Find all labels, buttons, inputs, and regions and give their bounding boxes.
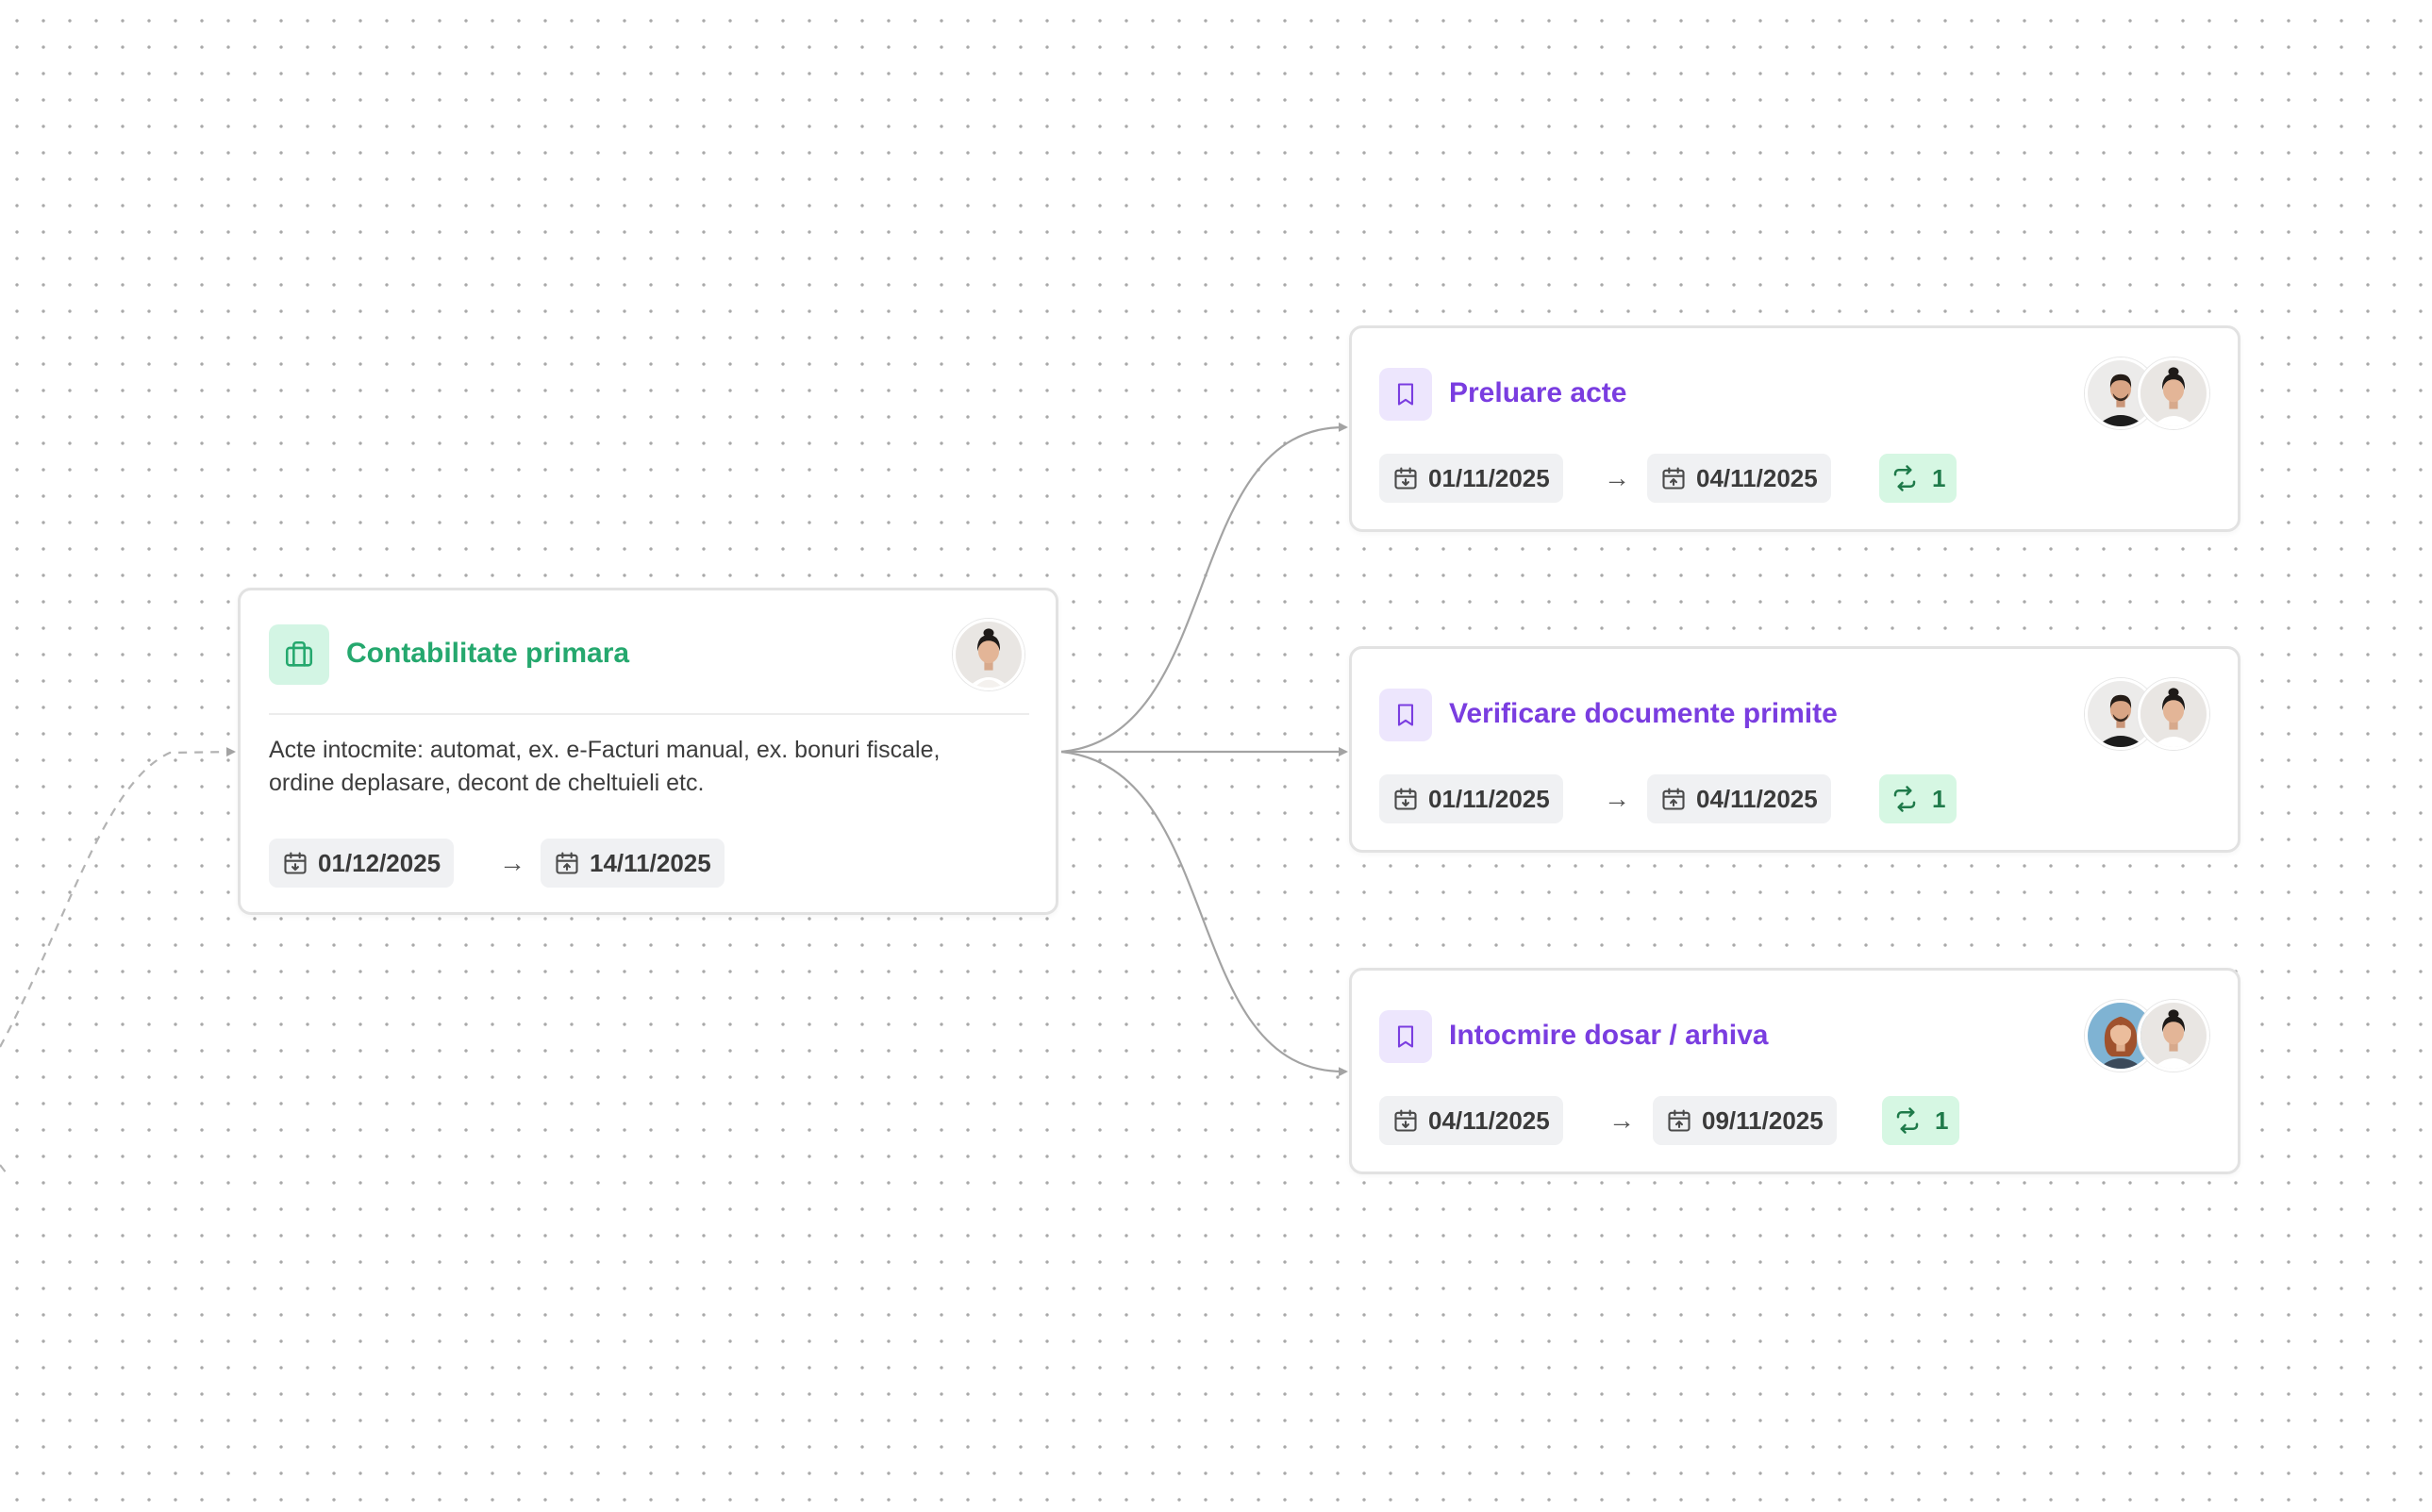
calendar-start-icon <box>1394 467 1417 490</box>
task-card-verificare-documente[interactable]: Verificare documente primite <box>1349 646 2240 853</box>
start-date: 01/12/2025 <box>318 848 441 877</box>
calendar-end-icon <box>1662 788 1685 810</box>
repeat-badge[interactable]: 1 <box>1879 454 1957 503</box>
end-date-pill[interactable]: 04/11/2025 <box>1647 454 1831 503</box>
connector-to-intocmire-dosar <box>1060 750 1348 1077</box>
repeat-count: 1 <box>1932 784 1946 813</box>
date-range-arrow: → <box>1604 784 1630 813</box>
calendar-start-icon <box>1394 1109 1417 1132</box>
start-date-pill[interactable]: 01/11/2025 <box>1379 774 1563 823</box>
end-date: 14/11/2025 <box>590 848 711 877</box>
bookmark-icon <box>1379 368 1432 421</box>
task-card-preluare-acte[interactable]: Preluare acte <box>1349 325 2240 532</box>
card-title[interactable]: Contabilitate primara <box>346 638 630 669</box>
repeat-badge[interactable]: 1 <box>1882 1096 1960 1145</box>
assignee-avatar[interactable] <box>953 619 1024 690</box>
calendar-start-icon <box>1394 788 1417 810</box>
repeat-count: 1 <box>1932 463 1946 492</box>
assignee-avatar[interactable] <box>2085 1000 2157 1072</box>
incoming-connector-tail <box>0 1164 10 1178</box>
repeat-badge[interactable]: 1 <box>1879 774 1957 823</box>
card-title[interactable]: Preluare acte <box>1449 377 1627 408</box>
repeat-icon <box>1896 1107 1919 1134</box>
repeat-icon <box>1893 465 1916 491</box>
start-date-pill[interactable]: 04/11/2025 <box>1379 1096 1563 1145</box>
assignee-avatar[interactable] <box>2138 357 2209 429</box>
card-title[interactable]: Intocmire dosar / arhiva <box>1449 1020 1769 1051</box>
calendar-end-icon <box>556 852 578 874</box>
task-card-intocmire-dosar[interactable]: Intocmire dosar / arhiva <box>1349 968 2240 1174</box>
end-date: 09/11/2025 <box>1702 1105 1824 1135</box>
date-range-arrow: → <box>1608 1105 1635 1135</box>
bookmark-icon <box>1379 1010 1432 1063</box>
card-divider <box>269 713 1029 715</box>
calendar-start-icon <box>284 852 307 874</box>
connector-to-preluare-acte <box>1060 422 1348 754</box>
end-date-pill[interactable]: 09/11/2025 <box>1653 1096 1837 1145</box>
date-range-arrow: → <box>1604 463 1630 492</box>
assignee-avatar[interactable] <box>2138 678 2209 750</box>
incoming-connector <box>0 747 236 1048</box>
end-date: 04/11/2025 <box>1696 784 1818 813</box>
group-card-contabilitate-primara[interactable]: Contabilitate primara Acte intocmite: au… <box>238 588 1058 915</box>
calendar-end-icon <box>1668 1109 1691 1132</box>
start-date-pill[interactable]: 01/12/2025 <box>269 839 455 888</box>
bookmark-icon <box>1379 689 1432 741</box>
start-date: 01/11/2025 <box>1428 463 1550 492</box>
repeat-count: 1 <box>1935 1105 1949 1135</box>
assignee-avatar[interactable] <box>2138 1000 2209 1072</box>
card-description: Acte intocmite: automat, ex. e-Facturi m… <box>269 737 941 796</box>
end-date: 04/11/2025 <box>1696 463 1818 492</box>
calendar-end-icon <box>1662 467 1685 490</box>
start-date: 04/11/2025 <box>1428 1105 1550 1135</box>
card-title[interactable]: Verificare documente primite <box>1449 698 1838 729</box>
start-date: 01/11/2025 <box>1428 784 1550 813</box>
repeat-icon <box>1893 786 1916 812</box>
date-range-arrow: → <box>499 848 525 877</box>
end-date-pill[interactable]: 14/11/2025 <box>541 839 725 888</box>
start-date-pill[interactable]: 01/11/2025 <box>1379 454 1563 503</box>
end-date-pill[interactable]: 04/11/2025 <box>1647 774 1831 823</box>
briefcase-icon <box>269 624 329 685</box>
